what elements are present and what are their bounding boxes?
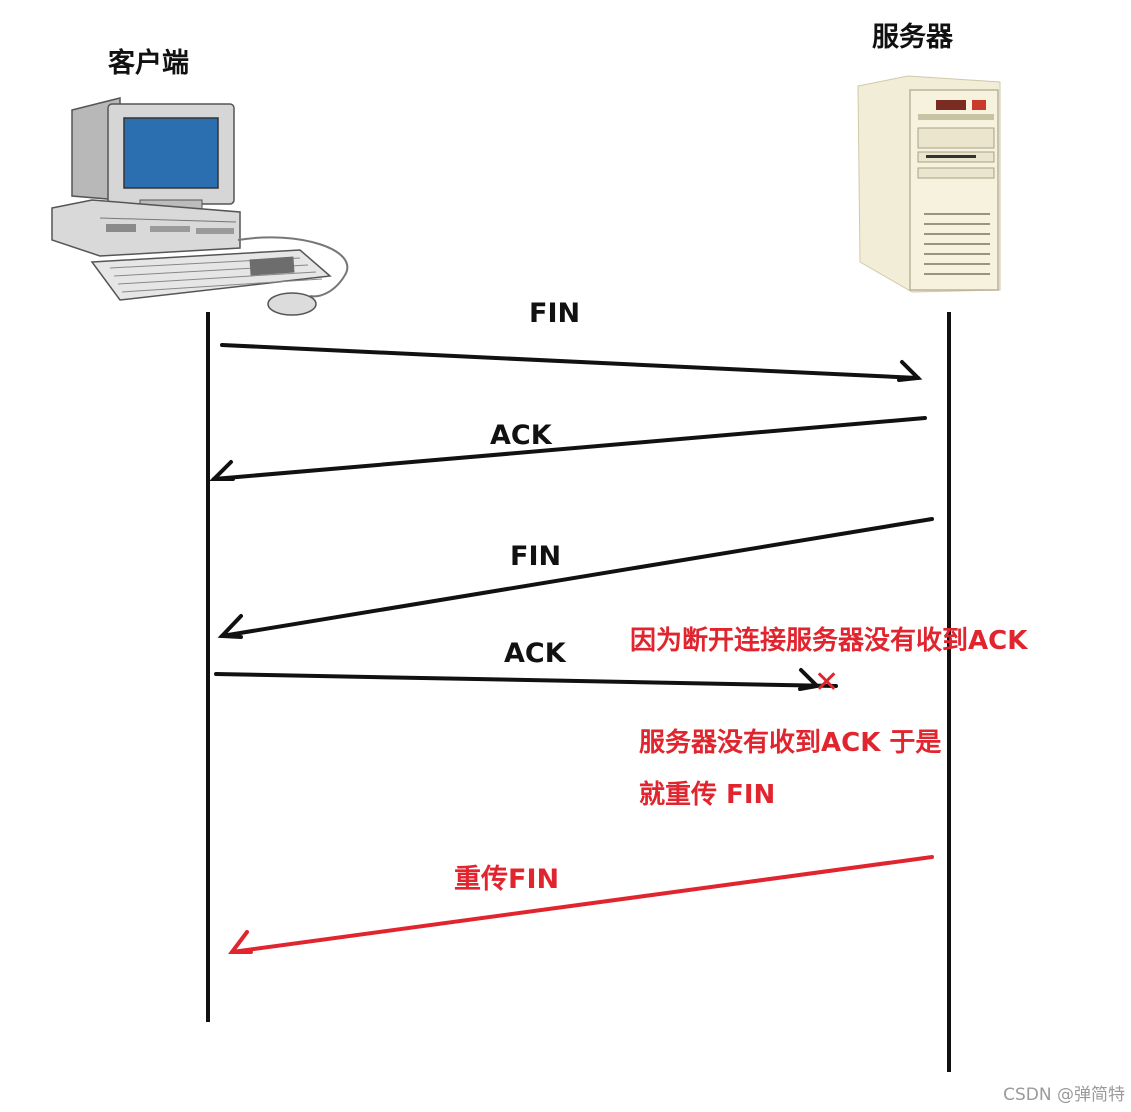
message-label-fin-1: FIN (529, 300, 580, 327)
message-arrow-retransmit-fin (232, 857, 932, 952)
message-label-fin-2: FIN (510, 543, 561, 570)
message-label-ack-1: ACK (490, 422, 552, 449)
watermark: CSDN @弹简特 (1003, 1080, 1125, 1105)
note-retransmit-line1: 服务器没有收到ACK 于是 (639, 730, 941, 756)
message-arrow-ack-1 (214, 418, 925, 479)
lost-packet-mark-icon: ✕ (814, 668, 839, 698)
message-arrow-ack-lost (216, 670, 836, 689)
message-label-retransmit-fin: 重传FIN (454, 866, 559, 893)
message-arrow-fin-2 (222, 519, 932, 637)
message-arrow-fin-1 (222, 345, 918, 380)
note-retransmit-line2: 就重传 FIN (639, 782, 775, 808)
note-lost-ack: 因为断开连接服务器没有收到ACK (630, 628, 1027, 654)
server-tower-icon (858, 76, 1000, 292)
message-label-ack-2: ACK (504, 640, 566, 667)
desktop-computer-icon (52, 98, 347, 315)
